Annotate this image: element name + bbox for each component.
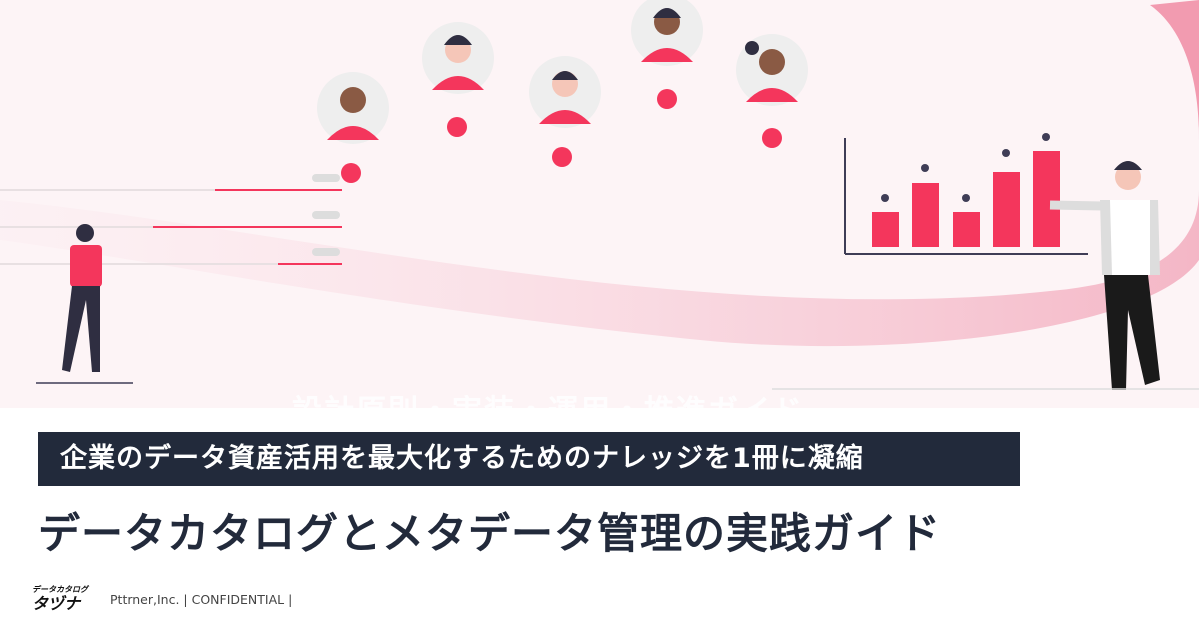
avatar-1 [317, 72, 389, 183]
brand-logo: データカタログ タヅナ [32, 584, 96, 614]
swoosh-top [1150, 0, 1199, 140]
avatar-4 [631, 0, 703, 109]
illustration-svg [0, 0, 1199, 390]
bar-chart-illustration [844, 133, 1088, 255]
avatar-3 [529, 56, 601, 167]
logo-line2: タヅナ [32, 594, 81, 613]
speed-lines [0, 174, 342, 265]
avatar-2 [422, 22, 494, 137]
logo-line1: データカタログ [32, 585, 88, 594]
page-title: データカタログとメタデータ管理の実践ガイド [38, 509, 942, 558]
ghost-heading: 設計原則・実装・運用・推進ガイド [292, 386, 804, 408]
subtitle-banner: 企業のデータ資産活用を最大化するためのナレッジを1冊に凝縮 [38, 432, 1020, 486]
man-figure [772, 161, 1199, 390]
swoosh [0, 190, 1199, 347]
woman-figure [36, 224, 133, 384]
footer-text: Pttrner,Inc. | CONFIDENTIAL | [110, 592, 293, 607]
avatars [317, 0, 808, 183]
avatar-5 [736, 34, 808, 148]
hero-illustration: 設計原則・実装・運用・推進ガイド [0, 0, 1199, 408]
